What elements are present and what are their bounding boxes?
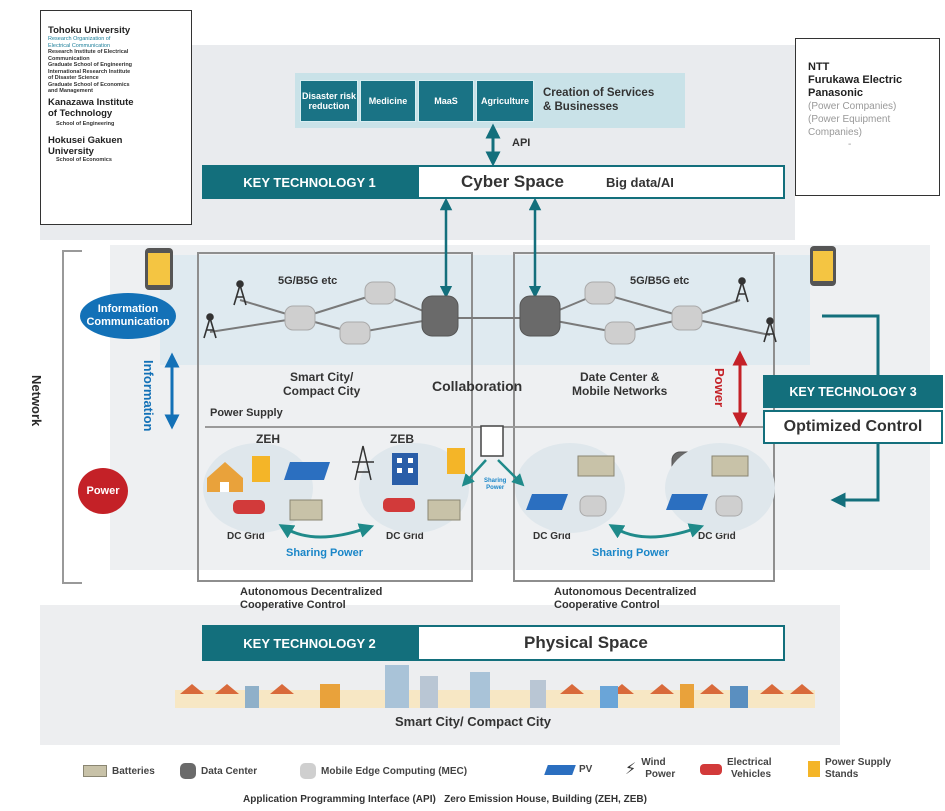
mec-legend-icon [300, 763, 316, 779]
network-side-label: Network [29, 375, 44, 427]
organizations-right: NTT Furukawa Electric Panasonic (Power C… [795, 38, 940, 196]
zeh-label: ZEH [256, 432, 280, 446]
kt2-label: KEY TECHNOLOGY 2 [202, 625, 417, 661]
panel-smart-city [197, 252, 473, 582]
autonomous-left: Autonomous Decentralized Cooperative Con… [240, 586, 383, 611]
kt1-label: KEY TECHNOLOGY 1 [202, 165, 417, 199]
collaboration-label: Collaboration [432, 378, 523, 394]
city-label: Smart City/ Compact City [395, 714, 552, 729]
network-bracket [62, 250, 82, 584]
power-supply-label: Power Supply [210, 407, 283, 419]
big-data-ai: Big data/AI [606, 174, 674, 190]
sharing-power-2: Sharing Power [592, 547, 670, 559]
cyber-space-title: Cyber Space [461, 172, 564, 191]
sharing-power-small: Sharing Power [484, 478, 507, 491]
service-medicine: Medicine [360, 80, 416, 122]
power-vertical: Power [712, 368, 727, 408]
battery-legend-icon [83, 765, 107, 777]
dc-grid-2: DC Grid [386, 531, 424, 542]
data-center-legend-icon [180, 763, 196, 779]
zeb-label: ZEB [390, 432, 414, 446]
dc-grid-1: DC Grid [227, 531, 265, 542]
stand-legend-icon [808, 761, 820, 777]
api-label: API [512, 137, 531, 149]
org-kanazawa: Kanazawa Institute [48, 96, 134, 108]
dc-grid-3: DC Grid [533, 531, 571, 542]
service-agriculture: Agriculture [476, 80, 534, 122]
kt1-cyber-space: Cyber Space Big data/AI [417, 165, 785, 199]
g5-left: 5G/B5G etc [278, 275, 338, 287]
sharing-power-1: Sharing Power [286, 547, 364, 559]
kt3-optimized-control: Optimized Control [763, 410, 943, 444]
org-hokusei: Hokusei Gakuen [48, 135, 123, 146]
kt3-label: KEY TECHNOLOGY 3 [763, 375, 943, 408]
g5-right: 5G/B5G etc [630, 275, 690, 287]
footnote: Application Programming Interface (API) … [243, 794, 647, 805]
power-supply-line [205, 426, 765, 428]
information-vertical: Information [141, 360, 156, 432]
services-caption: Creation of Services & Businesses [543, 87, 655, 113]
autonomous-right: Autonomous Decentralized Cooperative Con… [554, 586, 697, 611]
ev-legend-icon [700, 763, 722, 775]
service-disaster: Disaster risk reduction [300, 80, 358, 122]
legend-data-center: Data Center [180, 763, 257, 779]
legend-batteries: Batteries [83, 765, 155, 777]
data-center-label: Date Center & Mobile Networks [572, 370, 668, 398]
pv-legend-icon [544, 764, 576, 775]
power-bubble: Power [78, 468, 128, 514]
legend-pv: PV [544, 764, 592, 775]
wind-legend-icon: ⚡ [625, 761, 637, 778]
kt2-physical-space: Physical Space [417, 625, 785, 661]
dc-grid-4: DC Grid [698, 531, 736, 542]
smart-city-label: Smart City/ Compact City [283, 370, 361, 398]
organizations-left: Tohoku University Research Organization … [40, 10, 192, 225]
org-tohoku: Tohoku University [48, 25, 131, 36]
service-maas: MaaS [418, 80, 474, 122]
legend-mec: Mobile Edge Computing (MEC) [300, 763, 467, 779]
